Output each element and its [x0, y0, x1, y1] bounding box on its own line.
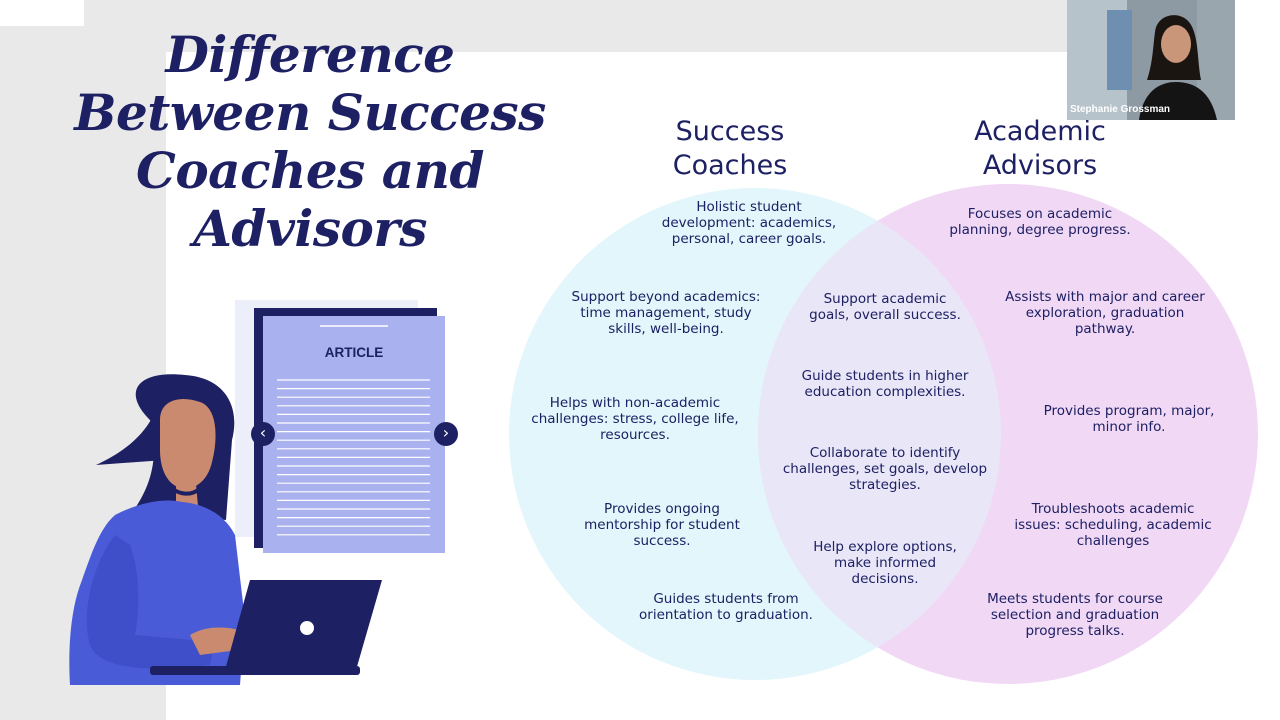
- venn-center-item: Help explore options, make informed deci…: [813, 539, 957, 587]
- venn-right-item: Meets students for course selection and …: [987, 591, 1163, 639]
- item-line: challenges: [1076, 533, 1150, 549]
- item-line: challenges: stress, college life,: [531, 411, 739, 427]
- item-line: decisions.: [851, 571, 919, 587]
- venn-center-item: Support academic goals, overall success.: [809, 291, 961, 323]
- person-hair-strand: [96, 418, 165, 465]
- person-face: [1161, 25, 1191, 63]
- item-line: minor info.: [1092, 419, 1166, 435]
- item-line: Guide students in higher: [801, 368, 969, 384]
- title-line-2: Between Success: [74, 83, 546, 142]
- item-line: Holistic student: [696, 199, 802, 215]
- venn-overlap: [758, 188, 1001, 680]
- venn-right-label-line: Advisors: [982, 150, 1098, 181]
- venn-right-item: Assists with major and career exploratio…: [1005, 289, 1205, 337]
- venn-center-item: Guide students in higher education compl…: [802, 368, 969, 400]
- venn-left-item: Holistic student development: academics,…: [662, 199, 836, 247]
- person-shirt: [1139, 82, 1217, 120]
- item-line: Support beyond academics:: [571, 289, 761, 305]
- item-line: exploration, graduation: [1025, 305, 1185, 321]
- next-arrow-button[interactable]: ›: [434, 422, 458, 446]
- person-collar: [166, 482, 200, 496]
- title-line-1: Difference: [165, 25, 455, 84]
- venn-left-label: Success Coaches: [640, 115, 820, 183]
- item-line: Guides students from: [653, 591, 799, 607]
- chevron-left-icon: ‹: [259, 423, 267, 442]
- laptop-logo: [300, 621, 314, 635]
- item-line: issues: scheduling, academic: [1014, 517, 1212, 533]
- item-line: progress talks.: [1025, 623, 1125, 639]
- webcam-video[interactable]: Stephanie Grossman: [1067, 0, 1235, 120]
- venn-right-item: Provides program, major, minor info.: [1044, 403, 1215, 435]
- item-line: Provides program, major,: [1043, 403, 1215, 419]
- item-line: personal, career goals.: [671, 231, 827, 247]
- person-hand: [190, 627, 240, 655]
- item-line: make informed: [833, 555, 937, 571]
- item-line: Meets students for course: [987, 591, 1163, 607]
- participant-name: Stephanie Grossman: [1070, 104, 1171, 115]
- item-line: time management, study: [580, 305, 752, 321]
- venn-left-item: Guides students from orientation to grad…: [639, 591, 813, 623]
- item-line: Collaborate to identify: [809, 445, 961, 461]
- background-top-band: [84, 0, 1069, 52]
- article-label: ARTICLE: [324, 345, 384, 360]
- item-line: Troubleshoots academic: [1031, 501, 1195, 517]
- person-face: [160, 399, 216, 489]
- item-line: orientation to graduation.: [639, 607, 813, 623]
- background-corner: [0, 0, 84, 26]
- item-line: Provides ongoing: [604, 501, 720, 517]
- item-line: mentorship for student: [584, 517, 740, 533]
- venn-left-item: Helps with non-academic challenges: stre…: [531, 395, 738, 443]
- laptop-base: [150, 666, 360, 675]
- chevron-right-icon: ›: [442, 423, 450, 442]
- item-line: education complexities.: [804, 384, 966, 400]
- slide-title: Difference Between Success Coaches and A…: [30, 26, 590, 258]
- venn-left-item: Support beyond academics: time managemen…: [572, 289, 761, 337]
- item-line: development: academics,: [661, 215, 837, 231]
- item-line: Helps with non-academic: [549, 395, 721, 411]
- item-line: selection and graduation: [990, 607, 1160, 623]
- venn-right-item: Focuses on academic planning, degree pro…: [949, 206, 1130, 238]
- venn-diagram: [509, 184, 1258, 684]
- item-line: pathway.: [1074, 321, 1136, 337]
- venn-right-label: Academic Advisors: [950, 115, 1130, 183]
- article-front-page: [263, 316, 445, 553]
- venn-center-item: Collaborate to identify challenges, set …: [783, 445, 987, 493]
- illustration: [69, 300, 445, 685]
- person-arm: [86, 535, 215, 669]
- item-line: success.: [633, 533, 691, 549]
- item-line: Assists with major and career: [1005, 289, 1205, 305]
- venn-left-label-line: Success: [675, 116, 785, 147]
- item-line: Help explore options,: [813, 539, 957, 555]
- venn-left-item: Provides ongoing mentorship for student …: [584, 501, 740, 549]
- item-line: challenges, set goals, develop: [782, 461, 988, 477]
- title-line-3: Coaches and: [136, 141, 484, 200]
- venn-right-item: Troubleshoots academic issues: schedulin…: [1014, 501, 1211, 549]
- item-line: Support academic: [823, 291, 947, 307]
- webcam-scene: [1067, 0, 1235, 120]
- item-line: resources.: [600, 427, 670, 443]
- venn-right-label-line: Academic: [974, 116, 1106, 147]
- item-line: Focuses on academic: [967, 206, 1113, 222]
- item-line: goals, overall success.: [809, 307, 961, 323]
- article-text-lines: [277, 379, 430, 536]
- item-line: strategies.: [849, 477, 921, 493]
- item-line: skills, well-being.: [608, 321, 724, 337]
- venn-left-label-line: Coaches: [672, 150, 788, 181]
- prev-arrow-button[interactable]: ‹: [251, 422, 275, 446]
- title-line-4: Advisors: [193, 199, 427, 258]
- item-line: planning, degree progress.: [949, 222, 1131, 238]
